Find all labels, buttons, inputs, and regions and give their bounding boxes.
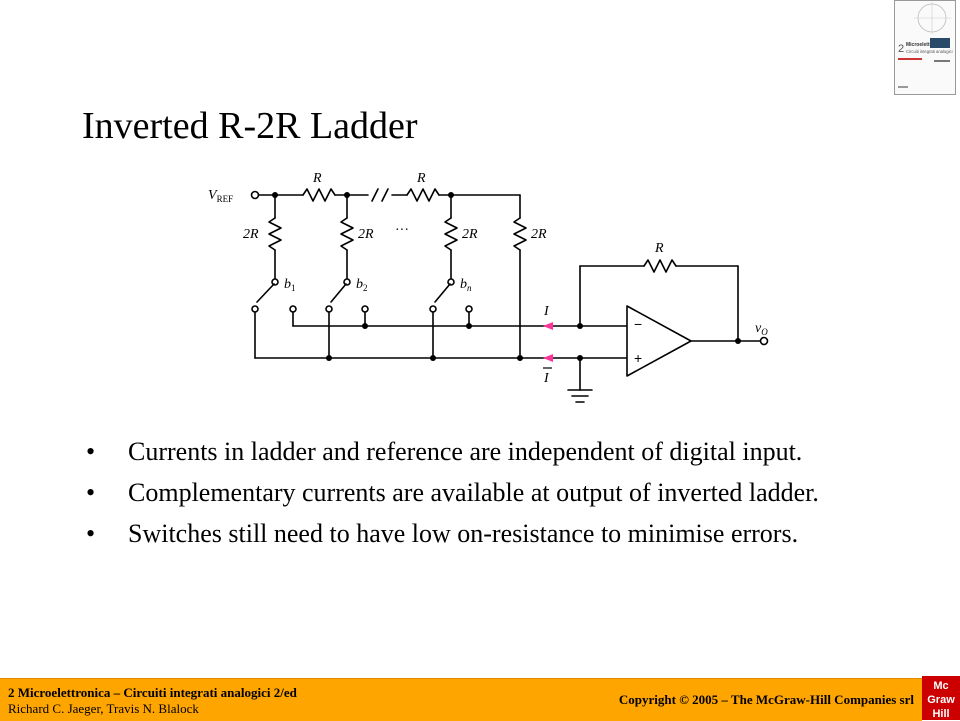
- logo-text-mc: Mc: [933, 680, 948, 692]
- bullet-list: • Currents in ladder and reference are in…: [86, 436, 886, 559]
- r2-label-term: 2R: [531, 227, 547, 242]
- switch-bn: [434, 283, 451, 303]
- current-arrow-ibar: [543, 354, 553, 362]
- cover-title-line1: Microelettronica: [906, 42, 945, 48]
- footer-copyright: Copyright © 2005 – The McGraw-Hill Compa…: [618, 692, 914, 707]
- vref-terminal: [250, 190, 260, 200]
- resistor-feedback: [643, 259, 677, 273]
- resistor-r2: [406, 188, 440, 202]
- footer-citation: 2 Microelettronica – Circuiti integrati …: [8, 685, 297, 717]
- cover-chip-image: [930, 38, 950, 48]
- bullet-item: • Currents in ladder and reference are in…: [86, 436, 886, 467]
- bullet-text: Currents in ladder and reference are ind…: [128, 437, 803, 466]
- bullet-text: Switches still need to have low on-resis…: [128, 519, 799, 548]
- bn-label: bn: [460, 277, 472, 293]
- bullet-item: • Switches still need to have low on-resi…: [86, 518, 886, 549]
- current-arrow-i: [543, 322, 553, 330]
- mcgraw-hill-logo: Mc Graw Hill: [922, 676, 960, 720]
- footer-authors: Richard C. Jaeger, Travis N. Blalock: [8, 701, 199, 716]
- logo-text-hill: Hill: [932, 708, 949, 720]
- bullet-dot: •: [86, 478, 96, 507]
- op-amp-symbol: [626, 305, 692, 377]
- current-ibar-label: I: [543, 371, 550, 386]
- r-label-2: R: [416, 171, 426, 186]
- r2-label-2: 2R: [358, 227, 374, 242]
- footer-bar: 2 Microelettronica – Circuiti integrati …: [0, 678, 922, 721]
- bullet-item: • Complementary currents are available at…: [86, 477, 886, 508]
- op-amp-plus: +: [634, 350, 642, 366]
- bullet-dot: •: [86, 437, 96, 466]
- vo-label: vO: [755, 321, 768, 337]
- bullet-text: Complementary currents are available at …: [128, 478, 819, 507]
- resistor-2r-termination: [513, 217, 527, 251]
- b2-label: b2: [356, 277, 368, 293]
- slide-title: Inverted R-2R Ladder: [82, 105, 418, 147]
- vo-terminal: [759, 336, 769, 346]
- resistor-r1: [302, 188, 336, 202]
- rf-label: R: [654, 241, 664, 256]
- switch-b1: [256, 283, 275, 303]
- b1-label: b1: [284, 277, 296, 293]
- bullet-dot: •: [86, 519, 96, 548]
- r-label-1: R: [312, 171, 322, 186]
- vref-label: VREF: [208, 188, 233, 204]
- op-amp-minus: −: [634, 316, 642, 332]
- ladder-ellipsis: ···: [395, 223, 409, 238]
- footer-book-title: 2 Microelettronica – Circuiti integrati …: [8, 685, 297, 700]
- resistor-2r-legn: [444, 217, 458, 251]
- current-i-label: I: [543, 304, 550, 319]
- r2r-ladder-circuit-diagram: VREF R R 2R 2R 2R 2R ··· b1 b2 bn I I R …: [208, 171, 769, 403]
- r2-label-n: 2R: [462, 227, 478, 242]
- switch-b2: [330, 283, 347, 303]
- resistor-2r-leg1: [268, 217, 282, 251]
- r2-label-1: 2R: [243, 227, 259, 242]
- resistor-2r-leg2: [340, 217, 354, 251]
- cover-number: 2: [898, 43, 904, 55]
- logo-text-graw: Graw: [927, 694, 955, 706]
- book-cover-image: 2 Microelettronica Circuiti integrati an…: [894, 0, 956, 95]
- cover-title-line2: Circuiti integrati analogici: [906, 49, 953, 54]
